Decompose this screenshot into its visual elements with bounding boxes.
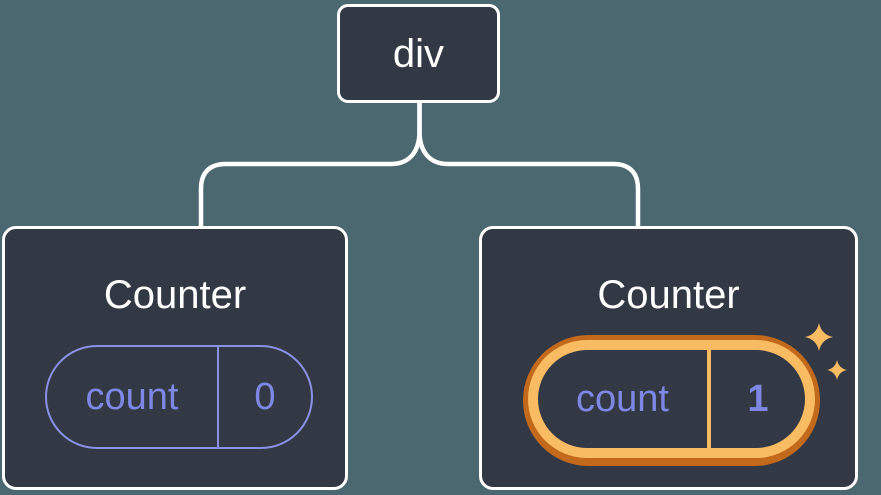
state-value-cell: 0 (219, 347, 311, 447)
counter-card-left: Counter count 0 (2, 226, 348, 490)
connector-branch-right (417, 100, 641, 230)
state-name-cell: count (538, 350, 711, 448)
state-pill: count 0 (45, 345, 313, 449)
state-pill-highlighted: count 1 (538, 350, 805, 448)
state-value: 0 (254, 376, 276, 418)
state-value: 1 (747, 378, 769, 420)
sparkle-large (805, 323, 833, 351)
state-name-cell: count (47, 347, 219, 447)
highlight-ring-outer: count 1 (523, 335, 820, 466)
sparkle-small (827, 360, 847, 380)
state-name: count (576, 378, 669, 420)
dom-node-label: div (392, 31, 445, 76)
counter-card-right: Counter count 1 (479, 226, 858, 490)
component-title: Counter (597, 273, 740, 317)
state-value-cell: 1 (711, 350, 805, 448)
dom-node-div: div (337, 4, 500, 103)
component-title: Counter (103, 273, 247, 317)
connector-branch-left (198, 100, 422, 230)
highlight-ring-inner: count 1 (528, 340, 815, 458)
state-name: count (85, 376, 179, 418)
